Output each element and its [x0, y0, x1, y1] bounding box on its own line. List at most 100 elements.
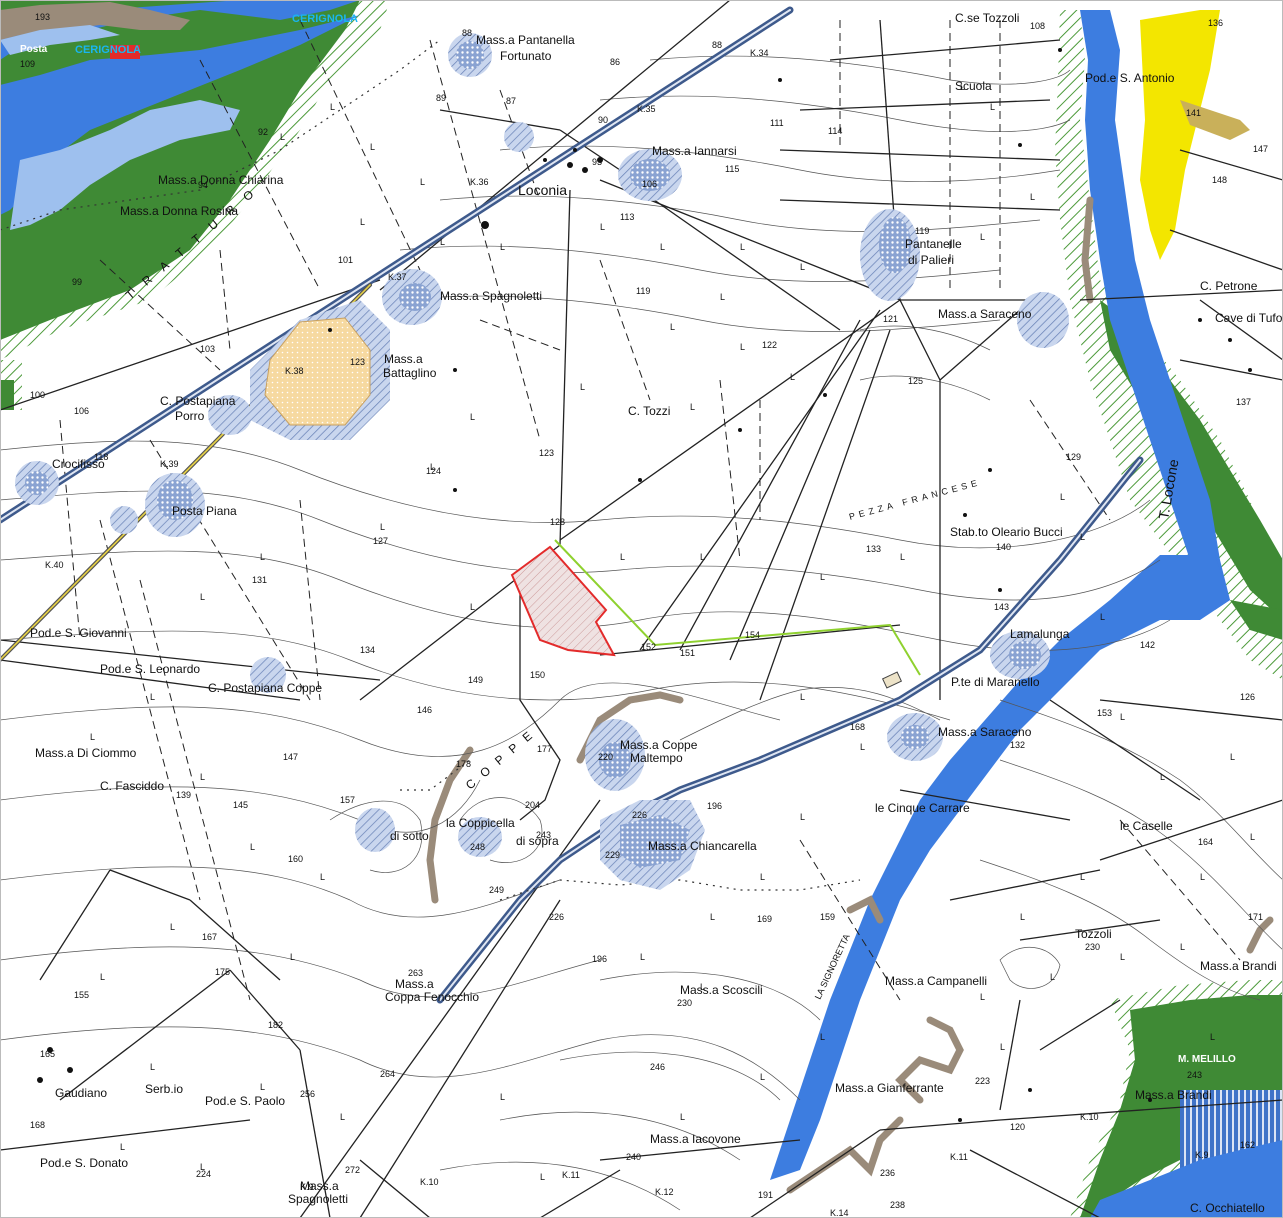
svg-text:243: 243	[536, 830, 551, 840]
svg-text:L: L	[470, 602, 475, 612]
svg-text:L: L	[200, 772, 205, 782]
label-posta: Posta	[20, 44, 48, 55]
label-postapiana-porro-1: C. Postapiana	[160, 394, 236, 408]
label-coppicella: la Coppicella	[446, 816, 515, 830]
svg-text:L: L	[280, 132, 285, 142]
railway	[0, 39, 861, 901]
svg-text:L: L	[1080, 532, 1085, 542]
svg-text:226: 226	[632, 810, 647, 820]
label-cerignola-top: CERIGNOLA	[292, 13, 358, 25]
svg-text:246: 246	[650, 1062, 665, 1072]
svg-text:223: 223	[975, 1076, 990, 1086]
label-melillo: M. MELILLO	[1178, 1054, 1236, 1065]
label-pod-donato: Pod.e S. Donato	[40, 1156, 128, 1170]
label-cerignola-left: CERIGNOLA	[75, 44, 141, 56]
svg-text:226: 226	[549, 912, 564, 922]
label-cinque-carrare: le Cinque Carrare	[875, 801, 970, 815]
svg-text:L: L	[800, 812, 805, 822]
label-tozzoli: C.se Tozzoli	[955, 11, 1019, 25]
svg-text:147: 147	[283, 752, 298, 762]
svg-text:168: 168	[30, 1120, 45, 1130]
label-coppa-fenocchio-1: Mass.a	[395, 977, 434, 991]
svg-text:230: 230	[677, 998, 692, 1008]
svg-text:264: 264	[380, 1069, 395, 1079]
svg-text:L: L	[290, 952, 295, 962]
svg-text:139: 139	[176, 790, 191, 800]
label-postapiana-coppe: C. Postapiana Coppe	[208, 681, 322, 695]
svg-text:229: 229	[605, 850, 620, 860]
label-pantanelle-2: di Palieri	[908, 253, 954, 267]
label-coppe-1: Mass.a Coppe	[620, 738, 698, 752]
svg-text:L: L	[1020, 912, 1025, 922]
svg-text:123: 123	[539, 448, 554, 458]
label-di-sopra: di sopra	[516, 834, 559, 848]
svg-text:92: 92	[258, 127, 268, 137]
svg-text:157: 157	[340, 795, 355, 805]
svg-text:L: L	[580, 382, 585, 392]
svg-text:L: L	[700, 982, 705, 992]
svg-text:248: 248	[470, 842, 485, 852]
svg-text:K.38: K.38	[285, 366, 304, 376]
svg-text:L: L	[150, 1062, 155, 1072]
label-stab-bucci: Stab.to Oleario Bucci	[950, 525, 1063, 539]
svg-text:142: 142	[1140, 640, 1155, 650]
svg-text:168: 168	[850, 722, 865, 732]
label-scuola: Scuola	[955, 79, 992, 93]
svg-text:L: L	[500, 242, 505, 252]
svg-text:230: 230	[1085, 942, 1100, 952]
svg-text:145: 145	[233, 800, 248, 810]
svg-text:150: 150	[530, 670, 545, 680]
label-gaudiano: Gaudiano	[55, 1086, 107, 1100]
svg-text:123: 123	[350, 357, 365, 367]
label-iannarsi: Mass.a Iannarsi	[652, 144, 737, 158]
svg-text:K.35: K.35	[637, 104, 656, 114]
label-scoscili: Mass.a Scoscili	[680, 983, 763, 997]
svg-text:88: 88	[462, 28, 472, 38]
svg-text:K.9: K.9	[1195, 1150, 1209, 1160]
svg-text:L: L	[470, 412, 475, 422]
svg-text:101: 101	[338, 255, 353, 265]
svg-text:149: 149	[468, 675, 483, 685]
svg-text:155: 155	[74, 990, 89, 1000]
svg-text:165: 165	[40, 1049, 55, 1059]
substation-marker	[881, 671, 903, 689]
svg-text:L: L	[760, 1072, 765, 1082]
label-coppa-fenocchio-2: Coppa Fenocchio	[385, 990, 479, 1004]
building-dots	[37, 48, 1252, 1122]
svg-text:167: 167	[202, 932, 217, 942]
svg-text:L: L	[980, 992, 985, 1002]
svg-text:131: 131	[252, 575, 267, 585]
svg-text:86: 86	[610, 57, 620, 67]
svg-text:153: 153	[1097, 708, 1112, 718]
label-di-ciommo: Mass.a Di Ciommo	[35, 746, 137, 760]
svg-text:L: L	[100, 972, 105, 982]
svg-text:L: L	[1200, 872, 1205, 882]
label-crocifisso: Crocifisso	[52, 457, 105, 471]
svg-text:L: L	[680, 1112, 685, 1122]
svg-text:177: 177	[537, 744, 552, 754]
bottom-right-woodland	[1070, 980, 1283, 1218]
svg-text:141: 141	[1186, 108, 1201, 118]
svg-text:L: L	[1080, 872, 1085, 882]
svg-text:121: 121	[883, 314, 898, 324]
svg-text:159: 159	[820, 912, 835, 922]
svg-text:K.36: K.36	[470, 177, 489, 187]
svg-text:100: 100	[30, 390, 45, 400]
svg-text:220: 220	[598, 752, 613, 762]
svg-text:164: 164	[1198, 837, 1213, 847]
svg-text:115: 115	[725, 164, 739, 174]
svg-text:L: L	[420, 177, 425, 187]
svg-text:L: L	[340, 1112, 345, 1122]
svg-text:114: 114	[828, 126, 842, 136]
svg-text:L: L	[690, 402, 695, 412]
label-postapiana-porro-2: Porro	[175, 409, 205, 423]
label-serbio: Serb.io	[145, 1082, 183, 1096]
svg-text:93: 93	[592, 157, 602, 167]
svg-text:236: 236	[880, 1168, 895, 1178]
svg-text:L: L	[820, 1032, 825, 1042]
label-tozzoli-bottom: Tozzoli	[1075, 927, 1112, 941]
label-pod-antonio: Pod.e S. Antonio	[1085, 71, 1175, 85]
svg-text:L: L	[1250, 832, 1255, 842]
svg-text:L: L	[710, 912, 715, 922]
